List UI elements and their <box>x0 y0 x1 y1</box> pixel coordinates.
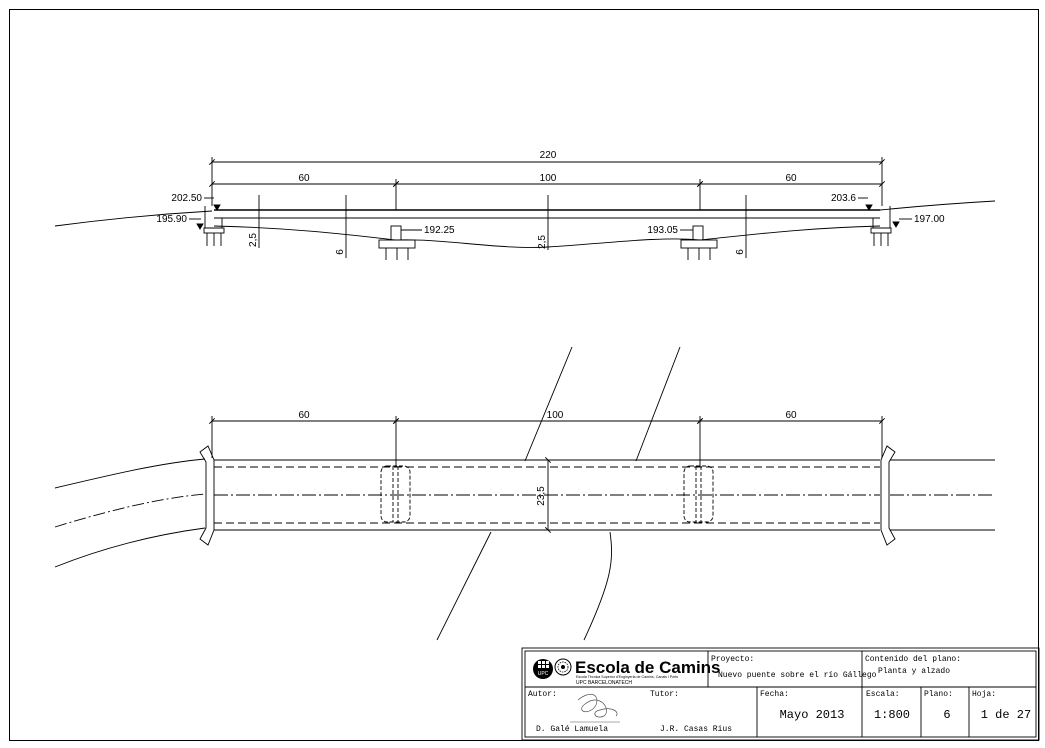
university-name: UPC BARCELONATECH <box>576 680 632 686</box>
river-bank-right-downstream <box>583 531 612 641</box>
pier-left-footing <box>378 239 416 249</box>
abutment-left-plan <box>199 445 215 546</box>
title-block <box>521 647 1040 741</box>
plan-dim-width: 23,5 <box>536 486 547 506</box>
page-value: 1 de 27 <box>981 708 1031 722</box>
tutor-value: J.R. Casas Rius <box>660 725 732 734</box>
terrain-right <box>879 200 996 211</box>
school-seal-icon <box>554 658 572 676</box>
river-bank-left-downstream <box>436 531 492 641</box>
upc-logo-text: UPC <box>538 671 549 677</box>
tutor-label: Tutor: <box>650 690 679 699</box>
abutment-right-plan <box>880 445 896 546</box>
upc-logo: UPC <box>533 659 553 679</box>
school-name: Escola de Camins <box>575 658 721 677</box>
sheet-label: Plano: <box>924 690 953 699</box>
level-pier-right: 193.05 <box>647 225 678 236</box>
level-abutment-left-bottom: 195.90 <box>156 214 187 225</box>
terrain-left <box>54 210 213 227</box>
pier-right-footing <box>680 239 718 249</box>
sheet-border <box>9 9 1039 741</box>
road-left-axis <box>54 493 206 528</box>
author-signature <box>577 693 618 718</box>
abutment-right-cap <box>870 227 892 234</box>
pier-right-plan <box>683 465 714 523</box>
dim-span-center: 100 <box>540 173 557 184</box>
scale-value: 1:800 <box>874 708 910 722</box>
dim-span-left: 60 <box>298 173 310 184</box>
school-subtitle: Escola Tècnica Superior d'Enginyeria de … <box>576 675 678 679</box>
author-value: D. Galé Lamuela <box>536 725 608 734</box>
elevation-view <box>54 157 996 260</box>
river-bank-right-upstream <box>635 346 681 462</box>
road-left-edge-top <box>54 458 206 489</box>
content-label: Contenido del plano: <box>865 655 961 664</box>
level-abutment-right-bottom: 197.00 <box>914 214 945 225</box>
pier-right <box>692 225 704 241</box>
dim-depth-pier-left: 6 <box>335 249 346 255</box>
river-bank-left-upstream <box>524 346 573 462</box>
date-label: Fecha: <box>760 690 789 699</box>
level-pier-left: 192.25 <box>424 225 455 236</box>
pier-left <box>390 225 402 241</box>
page-label: Hoja: <box>972 690 996 699</box>
dim-depth-mid: 2,5 <box>537 235 548 249</box>
sheet-value: 6 <box>943 708 950 722</box>
scale-label: Escala: <box>866 690 900 699</box>
level-abutment-left-top: 202.50 <box>171 193 202 204</box>
plan-view <box>54 346 995 641</box>
dim-span-right: 60 <box>785 173 797 184</box>
dim-total: 220 <box>540 150 557 161</box>
dim-depth-pier-right: 6 <box>735 249 746 255</box>
content-value: Planta y alzado <box>878 667 950 676</box>
dim-depth-end-left: 2,5 <box>248 233 259 247</box>
project-value: Nuevo puente sobre el río Gállego <box>718 671 877 680</box>
pier-left-plan <box>380 465 411 523</box>
road-left-edge-bottom <box>54 527 206 568</box>
date-value: Mayo 2013 <box>780 708 845 722</box>
level-abutment-right-top: 203.6 <box>831 193 856 204</box>
plan-dim-span-right: 60 <box>785 410 797 421</box>
abutment-left-cap <box>203 227 225 234</box>
project-label: Proyecto: <box>711 655 754 664</box>
author-label: Autor: <box>528 690 557 699</box>
plan-dim-span-left: 60 <box>298 410 310 421</box>
plan-dim-span-center: 100 <box>547 410 564 421</box>
